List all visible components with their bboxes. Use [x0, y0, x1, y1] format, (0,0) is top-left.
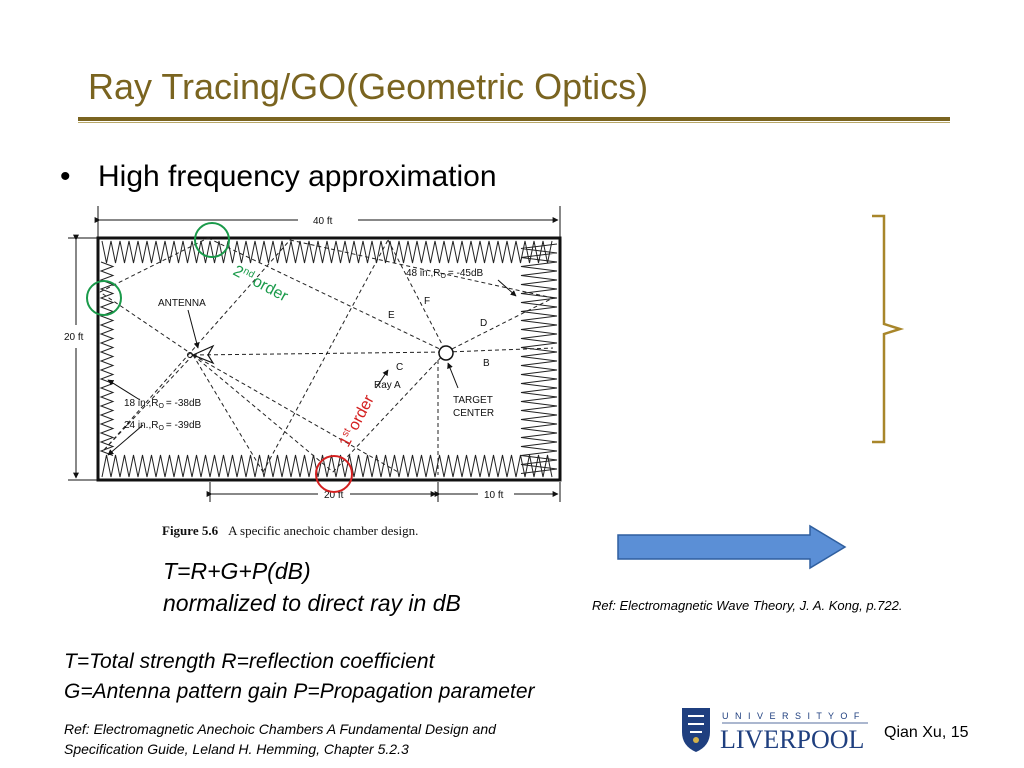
title-underline	[78, 117, 950, 121]
ray-top-right	[289, 239, 554, 299]
dim-label-top: 40 ft	[313, 216, 333, 227]
ray-left-wall	[99, 291, 194, 356]
dim-label-bottom-left: 20 ft	[324, 490, 344, 501]
equation-line-2: normalized to direct ray in dB	[163, 590, 461, 616]
absorber-top	[101, 240, 553, 264]
ray-left-low	[103, 354, 194, 451]
ray-b	[445, 347, 554, 353]
label-48in: 48 in.,RO= -45dB	[406, 268, 484, 280]
reference-hemming-line-1: Ref: Electromagnetic Anechoic Chambers A…	[64, 721, 496, 737]
ray-left-top	[99, 237, 209, 293]
second-order-circle-left	[86, 280, 122, 316]
first-order-circle	[315, 455, 353, 493]
crest-icon	[682, 708, 710, 752]
ray-paths	[99, 237, 554, 475]
label-24in: 24 in.,RO= -39dB	[124, 420, 202, 432]
label-target: TARGET	[453, 395, 493, 406]
university-logo: U N I V E R S I T Y O F LIVERPOOL	[682, 708, 868, 754]
label-f: F	[424, 296, 430, 307]
bullet-item: • High frequency approximation	[60, 160, 497, 194]
second-order-label: 2ndorder	[230, 262, 291, 306]
ray-f	[387, 239, 447, 353]
bullet-marker: •	[60, 160, 71, 193]
label-c: C	[396, 362, 403, 373]
title-underline-thin	[78, 122, 950, 123]
ray-floor-3	[192, 354, 399, 473]
right-arrow-icon	[617, 524, 847, 570]
footer-author-page: Qian Xu, 15	[884, 724, 969, 741]
dimension-left: 20 ft	[64, 234, 98, 481]
ray-direct	[192, 351, 447, 356]
first-order-label: 1storder	[336, 391, 379, 450]
ray-d	[445, 297, 554, 353]
absorber-left	[99, 261, 115, 456]
logo-line-1: U N I V E R S I T Y O F	[722, 711, 861, 721]
slide-title: Ray Tracing/GO(Geometric Optics)	[88, 66, 649, 107]
equation-line-1: T=R+G+P(dB)	[163, 558, 311, 584]
label-ray-a: Ray A	[374, 380, 401, 391]
label-antenna: ANTENNA	[158, 298, 206, 309]
ray-a-down	[192, 354, 334, 473]
label-center-text: CENTER	[453, 408, 494, 419]
target-center-icon	[438, 345, 454, 361]
ray-a-up	[332, 351, 447, 473]
definition-line-1: T=Total strength R=reflection coefficien…	[64, 650, 435, 673]
label-e: E	[388, 310, 395, 321]
absorber-right	[520, 243, 558, 474]
label-d: D	[480, 318, 487, 329]
absorber-bottom	[101, 454, 553, 478]
ray-floor-up	[262, 239, 389, 473]
reference-kong: Ref: Electromagnetic Wave Theory, J. A. …	[592, 598, 903, 613]
chamber-wall	[96, 236, 562, 482]
dim-label-bottom-right: 10 ft	[484, 490, 504, 501]
dim-label-left: 20 ft	[64, 332, 84, 343]
ray-top-target	[207, 237, 447, 353]
dimension-top: 40 ft	[94, 206, 561, 238]
anechoic-chamber-diagram: 40 ft 20 ft	[64, 206, 562, 538]
definition-line-2: G=Antenna pattern gain P=Propagation par…	[64, 680, 535, 703]
logo-line-2: LIVERPOOL	[720, 725, 864, 754]
reference-hemming-line-2: Specification Guide, Leland H. Hemming, …	[64, 741, 409, 757]
bullet-text: High frequency approximation	[98, 160, 497, 193]
ray-floor-2	[192, 354, 264, 473]
right-brace	[872, 214, 905, 444]
dimension-bottom: 20 ft 10 ft	[206, 482, 561, 502]
second-order-circle-top	[194, 222, 230, 258]
label-18in: 18 in.,RO= -38dB	[124, 398, 202, 410]
label-b: B	[483, 358, 490, 369]
antenna-icon	[187, 344, 215, 365]
